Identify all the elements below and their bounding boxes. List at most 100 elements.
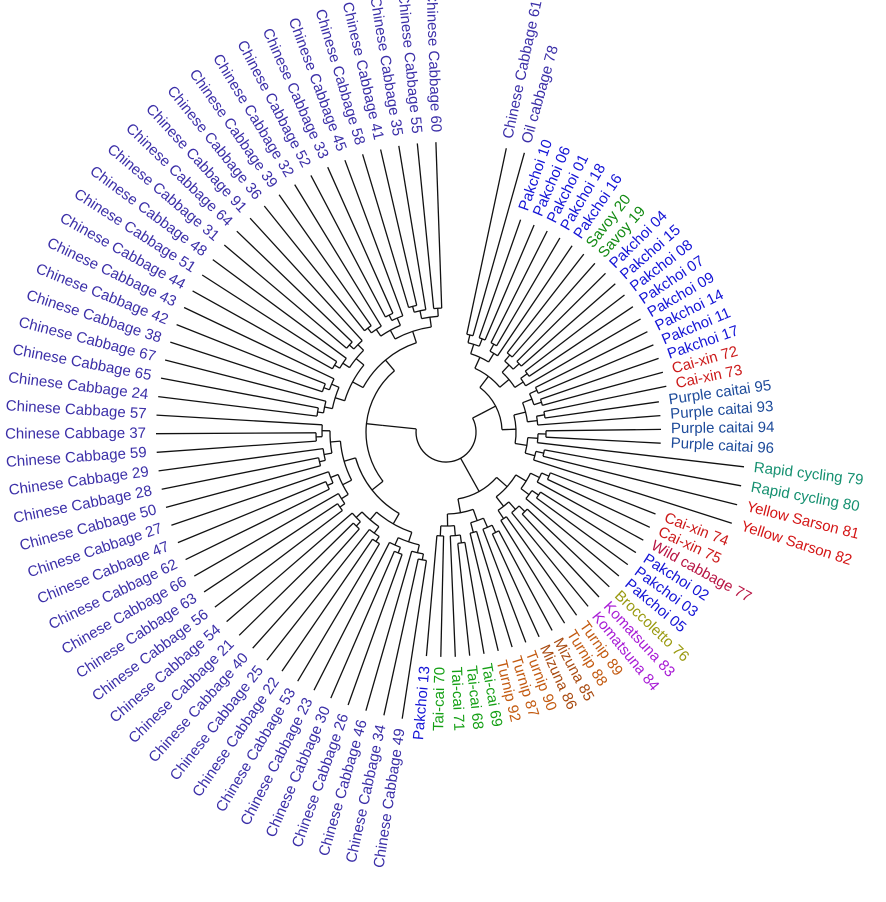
terminal-branch xyxy=(540,491,637,554)
internal-arc xyxy=(351,512,361,523)
terminal-branch xyxy=(330,551,395,699)
internal-arc xyxy=(529,393,535,405)
terminal-branch xyxy=(543,385,667,413)
taxon-label: Chinese Cabbage 57 xyxy=(5,397,147,422)
terminal-branch xyxy=(500,520,566,624)
internal-arc xyxy=(520,472,532,489)
internal-branch xyxy=(508,501,516,510)
taxon-label: Purple caitai 96 xyxy=(670,435,774,457)
internal-arc xyxy=(322,448,326,461)
internal-arc xyxy=(397,537,420,546)
internal-branch xyxy=(479,375,489,388)
internal-arc xyxy=(353,340,363,350)
terminal-branch xyxy=(482,528,527,643)
terminal-branch xyxy=(542,371,664,407)
internal-arc xyxy=(447,508,474,515)
terminal-branch xyxy=(327,166,394,314)
internal-arc xyxy=(506,352,513,358)
internal-branch xyxy=(366,423,383,427)
terminal-branch xyxy=(155,432,317,435)
internal-branch xyxy=(499,379,510,388)
terminal-branch xyxy=(505,516,578,616)
internal-branch xyxy=(515,474,527,482)
terminal-branch xyxy=(537,442,745,468)
terminal-branch xyxy=(365,551,413,711)
internal-arc xyxy=(433,307,442,310)
internal-branch xyxy=(327,482,334,486)
internal-arc xyxy=(521,402,529,422)
internal-arc xyxy=(500,516,507,521)
internal-branch xyxy=(533,401,542,406)
terminal-branch xyxy=(535,331,648,388)
internal-arc xyxy=(371,325,382,334)
terminal-branch xyxy=(544,401,659,419)
internal-branch xyxy=(439,525,442,536)
internal-arc xyxy=(542,449,546,457)
terminal-branch xyxy=(497,245,573,357)
internal-arc xyxy=(520,378,527,387)
internal-branch xyxy=(501,364,510,373)
terminal-branch xyxy=(506,253,585,354)
terminal-branch xyxy=(511,512,589,607)
internal-branch xyxy=(529,389,538,395)
internal-arc xyxy=(325,481,330,490)
terminal-branch xyxy=(252,528,360,649)
internal-branch xyxy=(396,317,401,326)
internal-branch xyxy=(497,509,505,519)
terminal-branch xyxy=(177,480,327,544)
internal-branch xyxy=(453,525,456,536)
terminal-branch xyxy=(156,440,317,453)
terminal-branch xyxy=(544,449,742,487)
internal-branch xyxy=(357,344,365,351)
terminal-branch xyxy=(165,465,321,509)
internal-branch xyxy=(411,306,415,313)
internal-branch xyxy=(459,534,463,543)
terminal-branch xyxy=(161,457,319,490)
internal-branch xyxy=(389,329,396,340)
terminal-branch xyxy=(520,283,616,367)
terminal-branch xyxy=(379,149,418,306)
internal-branch xyxy=(355,521,361,527)
terminal-branch xyxy=(313,542,391,691)
internal-branch xyxy=(323,452,333,456)
terminal-branch xyxy=(435,142,443,309)
internal-branch xyxy=(437,308,439,317)
terminal-branch xyxy=(158,447,324,472)
internal-branch xyxy=(525,452,536,457)
terminal-branch xyxy=(185,488,330,561)
terminal-branch xyxy=(469,533,499,652)
terminal-branch xyxy=(203,503,338,593)
terminal-branch xyxy=(542,455,738,506)
terminal-branch xyxy=(236,230,353,343)
internal-arc xyxy=(516,360,522,367)
terminal-branch xyxy=(475,531,513,648)
terminal-branch xyxy=(526,508,610,588)
internal-branch xyxy=(491,524,497,533)
internal-branch xyxy=(512,363,520,370)
internal-branch xyxy=(429,317,432,328)
terminal-branch xyxy=(249,217,363,342)
internal-branch xyxy=(392,513,400,525)
terminal-branch xyxy=(223,244,348,349)
internal-branch xyxy=(474,357,481,369)
internal-branch xyxy=(419,310,423,319)
internal-arc xyxy=(328,378,335,391)
terminal-branch xyxy=(464,542,485,654)
taxon-label: Pakchoi 13 xyxy=(410,665,433,740)
terminal-branch xyxy=(472,152,526,336)
terminal-branch xyxy=(466,148,507,335)
internal-branch xyxy=(520,373,528,379)
terminal-branch xyxy=(498,530,553,631)
internal-branch xyxy=(495,496,505,507)
internal-arc xyxy=(331,387,340,409)
internal-branch xyxy=(514,381,524,388)
clade-stem xyxy=(382,424,417,430)
internal-branch xyxy=(330,440,341,443)
internal-arc xyxy=(361,511,380,528)
terminal-branch xyxy=(425,535,438,657)
terminal-branch xyxy=(183,306,335,380)
terminal-branch xyxy=(383,558,419,716)
internal-arc xyxy=(457,541,466,545)
internal-branch xyxy=(412,331,418,344)
internal-branch xyxy=(472,509,478,521)
